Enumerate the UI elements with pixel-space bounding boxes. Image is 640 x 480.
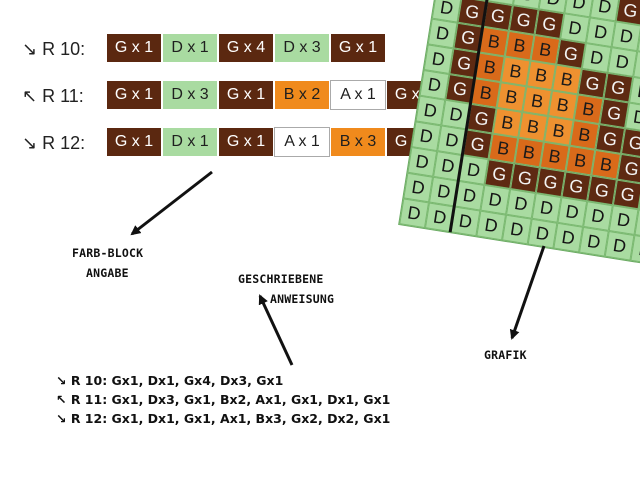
color-block: G x 1 (106, 33, 162, 63)
color-block: G x 4 (218, 33, 274, 63)
color-block: B x 2 (274, 80, 330, 110)
color-block: B x 3 (330, 127, 386, 157)
arrow-grafik (509, 245, 546, 340)
written-line: ↘ R 10: Gx1, Dx1, Gx4, Dx3, Gx1 (56, 373, 284, 388)
row-label: ↖ R 11: (22, 86, 84, 106)
color-block: G x 1 (218, 80, 274, 110)
row-label: ↘ R 12: (22, 133, 86, 153)
label-farb-block: FARB-BLOCK (72, 246, 144, 260)
color-block: D x 3 (162, 80, 218, 110)
written-line: ↖ R 11: Gx1, Dx3, Gx1, Bx2, Ax1, Gx1, Dx… (56, 392, 391, 407)
color-block: G x 1 (330, 33, 386, 63)
color-block: G x 1 (106, 127, 162, 157)
arrow-farbblock (130, 170, 213, 236)
label-grafik: GRAFIK (484, 348, 527, 362)
written-line: ↘ R 12: Gx1, Dx1, Gx1, Ax1, Bx3, Gx2, Dx… (56, 411, 391, 426)
arrow-anweisung (258, 294, 294, 366)
label-anweisung: ANWEISUNG (270, 292, 335, 306)
color-block: A x 1 (330, 80, 386, 110)
row-label: ↘ R 10: (22, 39, 86, 59)
color-block: D x 3 (274, 33, 330, 63)
label-geschriebene: GESCHRIEBENE (238, 272, 324, 286)
label-angabe: ANGABE (86, 266, 129, 280)
color-block: A x 1 (274, 127, 330, 157)
color-block: D x 1 (162, 33, 218, 63)
color-block: D x 1 (162, 127, 218, 157)
color-block: G x 1 (218, 127, 274, 157)
color-block: G x 1 (106, 80, 162, 110)
